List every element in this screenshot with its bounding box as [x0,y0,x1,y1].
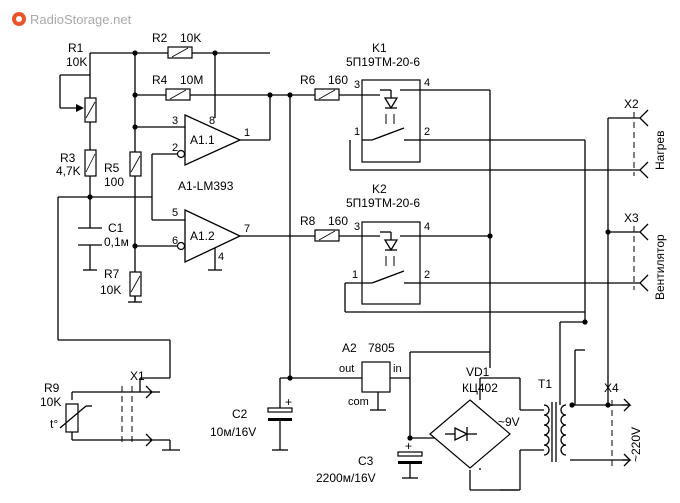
k1-pin-2: 2 [424,126,430,138]
a1-2-pin-6: 6 [172,235,178,247]
junctions [87,50,611,441]
r4-ref: R4 [152,73,168,87]
r6-ref: R6 [300,73,316,87]
x2-connector [628,109,649,179]
a1-1-comparator [176,113,242,167]
c1-ref: C1 [108,221,124,235]
a1-2-pin-4: 4 [218,251,224,263]
k1-pin-3: 3 [354,79,360,91]
k1-pin-4: 4 [424,77,430,89]
t1-transformer [520,402,567,462]
k2-value: 5П19ТМ-20-6 [346,196,420,210]
ground-symbols [83,269,518,491]
a1-1-pin-3: 3 [172,115,178,127]
x1-ref: X1 [130,369,145,383]
c3-capacitor [397,451,423,464]
c2-ref: C2 [232,407,248,421]
a1-1-pin-1: 1 [244,127,250,139]
r2-value: 10K [180,31,201,45]
r9-ref: R9 [44,381,60,395]
x3-connector [628,223,649,292]
a2-regulator [361,361,391,393]
c2-capacitor [267,407,293,421]
c1-value: 0,1м [104,235,129,249]
r1-ref: R1 [68,41,84,55]
a2-pin-in: in [393,363,402,375]
c2-value: 10м/16V [210,425,256,439]
k2-pin-4: 4 [424,221,430,233]
r7-value: 10K [100,283,121,297]
watermark-text: RadioStorage.net [30,12,132,27]
a1-1-pin-2: 2 [172,142,178,154]
k2-relay [345,221,421,305]
a1-2-comparator [176,208,242,264]
c3-value: 2200м/16V [316,471,376,485]
r2-ref: R2 [152,31,168,45]
a2-pin-com: com [348,396,369,408]
r5-ref: R5 [104,161,120,175]
r9-value: 10K [40,395,61,409]
r5-value: 100 [104,175,124,189]
r8-value: 160 [328,214,348,228]
r3-resistor [84,145,97,180]
r4-resistor [165,88,191,101]
r8-resistor [314,229,340,242]
k2-pin-1: 1 [352,269,358,281]
a1-1-ref: A1.1 [190,133,215,147]
r5-resistor [129,151,142,177]
a1-2-pin-5: 5 [172,207,178,219]
r8-ref: R8 [300,214,316,228]
r6-value: 160 [328,73,348,87]
r9-thermistor [59,403,92,433]
x1-connector [121,385,180,451]
r4-value: 10M [180,73,203,87]
r1-value: 10K [66,55,87,69]
r3-value: 4,7K [56,164,81,178]
a1-label: A1-LM393 [178,179,234,193]
a1-2-ref: A1.2 [190,229,215,243]
r3-ref: R3 [60,151,76,165]
a1-1-pin-8: 8 [209,115,215,127]
watermark-logo [12,12,26,26]
r7-ref: R7 [104,267,120,281]
r6-resistor [314,88,340,101]
a2-value: 7805 [368,341,395,355]
k1-pin-1: 1 [354,126,360,138]
x4-label: ~220V [629,427,643,462]
vd1-ref: VD1 [466,365,490,379]
k1-ref: K1 [372,41,387,55]
k1-relay [361,79,421,163]
c3-plus: + [405,439,412,453]
c2-plus: + [285,395,292,409]
c3-ref: C3 [358,454,374,468]
x3-label: Вентилятор [653,234,667,300]
c1-capacitor [78,227,102,246]
t1-ref: T1 [538,377,552,391]
x2-label: Нагрев [653,131,667,170]
x4-ref: X4 [604,381,619,395]
k2-pin-2: 2 [424,269,430,281]
x2-ref: X2 [624,97,639,111]
a1-2-pin-7: 7 [244,223,250,235]
k1-value: 5П19ТМ-20-6 [346,55,420,69]
r7-resistor [129,271,142,297]
vd1-diode-bridge [429,399,511,469]
r2-resistor [167,46,193,59]
a2-ref: A2 [342,341,357,355]
x3-ref: X3 [624,211,639,225]
r9-symbol: t° [50,417,58,431]
k2-pin-3: 3 [354,221,360,233]
vd1-value: КЦ402 [462,381,498,395]
wires [57,52,628,491]
x4-connector [611,398,632,467]
vd1-ac-label: ~9V [498,415,520,429]
a2-pin-out: out [339,363,354,375]
r1-potentiometer [60,80,97,123]
k2-ref: K2 [372,182,387,196]
